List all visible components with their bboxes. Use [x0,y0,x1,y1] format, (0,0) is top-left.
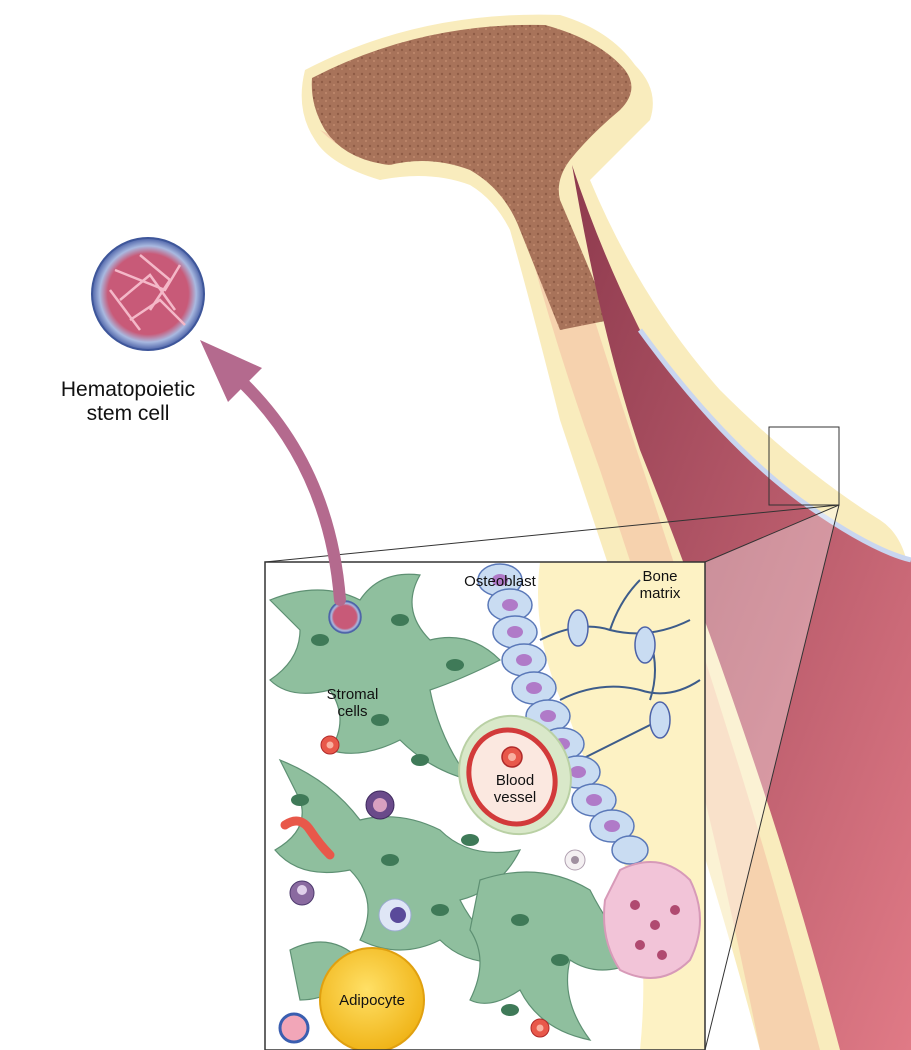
bone-matrix-line2: matrix [620,585,700,602]
adipocyte-label: Adipocyte [322,992,422,1009]
stromal-line2: cells [305,703,400,720]
stromal-line1: Stromal [305,686,400,703]
bone-matrix-line1: Bone [620,568,700,585]
blood-vessel-line1: Blood [480,772,550,789]
hsc-label-line2: stem cell [28,402,228,426]
blood-vessel-line2: vessel [480,789,550,806]
osteocyte [635,627,655,663]
stromal-label: Stromal cells [305,686,400,721]
hematopoietic-stem-cell [92,238,204,350]
osteocyte [650,702,670,738]
hsc-in-niche [329,601,361,633]
osteocyte [568,610,588,646]
osteoclast [604,862,700,978]
hsc-label-line1: Hematopoietic [28,378,228,402]
hsc-label: Hematopoietic stem cell [28,378,228,426]
blood-vessel-label: Blood vessel [480,772,550,807]
bone-matrix-label: Bone matrix [620,568,700,603]
osteoblast-label: Osteoblast [440,573,560,590]
